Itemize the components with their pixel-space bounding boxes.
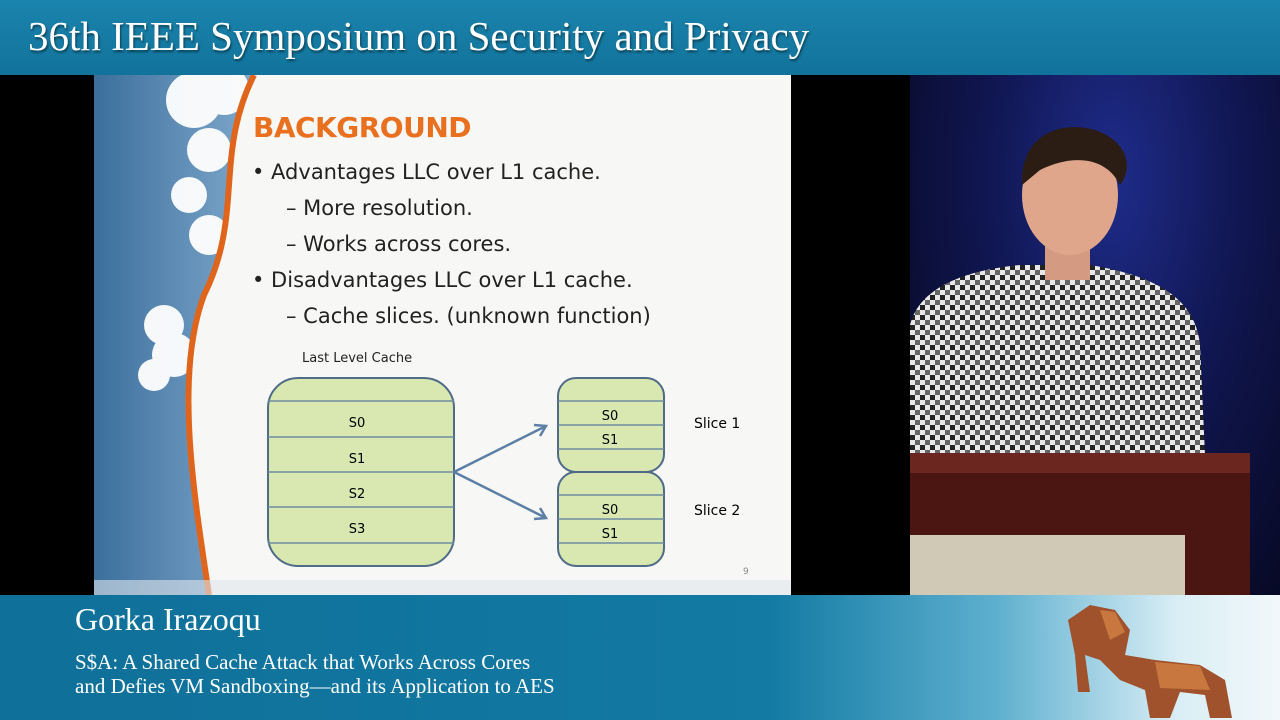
slice-set: S1	[602, 433, 619, 448]
conference-title: 36th IEEE Symposium on Security and Priv…	[28, 13, 810, 59]
arrows	[453, 423, 549, 521]
llc-set: S2	[349, 487, 366, 502]
trojan-horse-logo	[1068, 605, 1232, 718]
llc-set: S0	[349, 416, 366, 431]
page-number: 9	[743, 567, 749, 577]
llc-box: S0 S1 S2 S3	[267, 377, 455, 567]
sub-bullet-cores: – Works across cores.	[286, 232, 512, 256]
sub-bullet-resolution: – More resolution.	[286, 196, 473, 220]
slide-title: BACKGROUND	[253, 111, 472, 144]
llc-label: Last Level Cache	[302, 351, 412, 366]
slice-2-box: S0 S1 Slice 2	[557, 471, 740, 567]
lower-third: Gorka Irazoqu S$A: A Shared Cache Attack…	[0, 595, 1280, 720]
speaker-figure	[910, 127, 1250, 595]
sub-bullet-slices: – Cache slices. (unknown function)	[286, 304, 651, 328]
talk-title-line-1: S$A: A Shared Cache Attack that Works Ac…	[75, 650, 531, 674]
talk-title: S$A: A Shared Cache Attack that Works Ac…	[75, 650, 555, 698]
slice-label: Slice 2	[694, 503, 740, 519]
llc-set: S1	[349, 452, 366, 467]
bullet-disadvantages: • Disadvantages LLC over L1 cache.	[252, 268, 633, 292]
slice-set: S1	[602, 527, 619, 542]
talk-title-line-2: and Defies VM Sandboxing—and its Applica…	[75, 674, 555, 698]
llc-set: S3	[349, 522, 366, 537]
bullet-advantages: • Advantages LLC over L1 cache.	[252, 160, 601, 184]
slice-set: S0	[602, 409, 619, 424]
slice-1-box: S0 S1 Slice 1	[557, 377, 740, 473]
conference-banner: 36th IEEE Symposium on Security and Priv…	[0, 0, 1280, 75]
slide-decoration	[94, 75, 791, 595]
slice-set: S0	[602, 503, 619, 518]
presentation-slide: BACKGROUND • Advantages LLC over L1 cach…	[94, 75, 791, 595]
speaker-video	[910, 75, 1280, 595]
cache-diagram: Last Level Cache S0 S1 S2 S3 S0 S1 Slice…	[267, 351, 749, 577]
speaker-name: Gorka Irazoqu	[75, 601, 261, 637]
slice-label: Slice 1	[694, 416, 740, 432]
